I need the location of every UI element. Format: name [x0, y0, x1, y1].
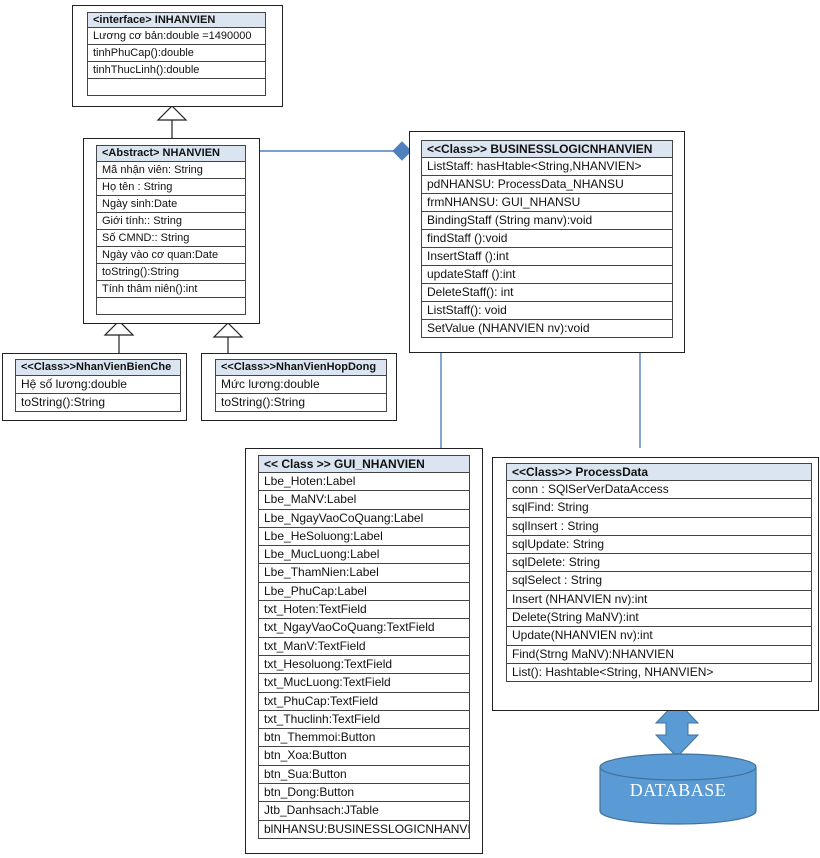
gui-member: btn_Themmoi:Button: [258, 729, 470, 748]
gui-member: Lbe_Hoten:Label: [258, 473, 470, 492]
gui-member: btn_Xoa:Button: [258, 747, 470, 766]
gui-member: btn_Sua:Button: [258, 765, 470, 785]
gui-member: Lbe_HeSoluong:Label: [258, 527, 470, 547]
abstract-member: [96, 298, 246, 315]
businesslogic-member: DeleteStaff(): int: [421, 284, 673, 302]
processdata-member: sqlDelete: String: [506, 554, 812, 573]
processdata-title: <<Class>> ProcessData: [506, 463, 812, 481]
hopdong-member: toString():String: [215, 394, 387, 412]
gui-member: Lbe_PhuCap:Label: [258, 582, 470, 602]
abstract-member: Mã nhận viên: String: [96, 162, 246, 179]
database-label: DATABASE: [629, 780, 727, 800]
gui-member: txt_Thuclinh:TextField: [258, 710, 470, 730]
processdata-member: sqlSelect : String: [506, 572, 812, 591]
businesslogic-table: <<Class>> BUSINESSLOGICNHANVIEN ListStaf…: [421, 140, 673, 338]
abstract-nhanvien-table: <Abstract> NHANVIEN Mã nhận viên: String…: [96, 145, 246, 315]
inheritance-arrow-bienche: [103, 320, 135, 336]
gui-member: txt_PhuCap:TextField: [258, 692, 470, 711]
processdata-member: sqlFind: String: [506, 499, 812, 518]
gui-member: txt_ManV:TextField: [258, 637, 470, 656]
nhanvien-bienche-box[interactable]: <<Class>>NhanVienBienChe Hệ số lương:dou…: [2, 353, 187, 421]
inheritance-arrow-interface: [156, 105, 188, 121]
processdata-member: Delete(String MaNV):int: [506, 609, 812, 628]
businesslogic-member: ListStaff(): void: [421, 302, 673, 320]
businesslogic-member: BindingStaff (String manv):void: [421, 212, 673, 230]
businesslogic-member: findStaff ():void: [421, 230, 673, 248]
gui-member: Jtb_Danhsach:JTable: [258, 802, 470, 821]
gui-member: blNHANSU:BUSINESSLOGICNHANVIEN: [258, 820, 470, 839]
gui-member: Lbe_MaNV:Label: [258, 491, 470, 510]
processdata-member: sqlInsert : String: [506, 517, 812, 536]
gui-member: btn_Dong:Button: [258, 784, 470, 803]
gui-member: Lbe_MucLuong:Label: [258, 546, 470, 565]
businesslogic-member: ListStaff: hasHtable<String,NHANVIEN>: [421, 158, 673, 176]
processdata-table: <<Class>> ProcessData conn : SQlSerVerDa…: [506, 463, 812, 683]
abstract-member: Tính thâm niên():int: [96, 281, 246, 298]
businesslogic-title: <<Class>> BUSINESSLOGICNHANVIEN: [421, 140, 673, 158]
gui-member: txt_Hesoluong:TextField: [258, 655, 470, 675]
inheritance-arrow-hopdong: [212, 322, 244, 338]
businesslogic-box[interactable]: <<Class>> BUSINESSLOGICNHANVIEN ListStaf…: [409, 131, 685, 353]
nhanvien-hopdong-table: <<Class>>NhanVienHopDong Mức lương:doubl…: [215, 359, 387, 412]
bienche-member: toString():String: [15, 394, 181, 412]
gui-member: Lbe_NgayVaoCoQuang:Label: [258, 509, 470, 528]
gui-member: Lbe_ThamNien:Label: [258, 564, 470, 583]
abstract-member: Ngày vào cơ quan:Date: [96, 247, 246, 264]
abstract-member: Số CMND:: String: [96, 230, 246, 247]
processdata-box[interactable]: <<Class>> ProcessData conn : SQlSerVerDa…: [492, 457, 819, 711]
processdata-member: sqlUpdate: String: [506, 535, 812, 555]
businesslogic-member: frmNHANSU: GUI_NHANSU: [421, 194, 673, 212]
bienche-member: Hệ số lương:double: [15, 376, 181, 394]
interface-member: tinhThucLinh():double: [87, 62, 266, 79]
gui-member: txt_Hoten:TextField: [258, 601, 470, 620]
gui-nhanvien-title: << Class >> GUI_NHANVIEN: [258, 455, 470, 473]
processdata-member: Find(Strng MaNV):NHANVIEN: [506, 645, 812, 664]
businesslogic-member: updateStaff ():int: [421, 266, 673, 284]
nhanvien-bienche-title: <<Class>>NhanVienBienChe: [15, 359, 181, 376]
processdata-member: conn : SQlSerVerDataAccess: [506, 481, 812, 500]
abstract-nhanvien-box[interactable]: <Abstract> NHANVIEN Mã nhận viên: String…: [83, 138, 260, 324]
interface-nhanvien-table: <interface> INHANVIEN Lương cơ bản:doubl…: [87, 12, 266, 96]
gui-nhanvien-table: << Class >> GUI_NHANVIEN Lbe_Hoten:Label…: [258, 455, 470, 839]
hopdong-member: Mức lương:double: [215, 376, 387, 394]
gui-member: txt_MucLuong:TextField: [258, 674, 470, 693]
processdata-member: Insert (NHANVIEN nv):int: [506, 590, 812, 610]
businesslogic-member: SetValue (NHANVIEN nv):void: [421, 320, 673, 338]
abstract-nhanvien-title: <Abstract> NHANVIEN: [96, 145, 246, 162]
abstract-member: toString():String: [96, 264, 246, 281]
gui-nhanvien-box[interactable]: << Class >> GUI_NHANVIEN Lbe_Hoten:Label…: [245, 448, 483, 854]
abstract-member: Họ tên : String: [96, 179, 246, 196]
nhanvien-bienche-table: <<Class>>NhanVienBienChe Hệ số lương:dou…: [15, 359, 181, 412]
interface-member: [87, 79, 266, 96]
interface-nhanvien-box[interactable]: <interface> INHANVIEN Lương cơ bản:doubl…: [72, 5, 283, 107]
businesslogic-member: InsertStaff ():int: [421, 248, 673, 266]
interface-member: Lương cơ bản:double =1490000: [87, 28, 266, 45]
abstract-member: Ngày sinh:Date: [96, 196, 246, 213]
processdata-member: Update(NHANVIEN nv):int: [506, 627, 812, 646]
gui-member: txt_NgayVaoCoQuang:TextField: [258, 619, 470, 638]
interface-member: tinhPhuCap():double: [87, 45, 266, 62]
nhanvien-hopdong-box[interactable]: <<Class>>NhanVienHopDong Mức lương:doubl…: [201, 353, 397, 421]
abstract-member: Giới tính:: String: [96, 213, 246, 230]
businesslogic-member: pdNHANSU: ProcessData_NHANSU: [421, 176, 673, 194]
processdata-member: List(): Hashtable<String, NHANVIEN>: [506, 663, 812, 683]
database-cylinder-icon: [599, 753, 757, 825]
interface-nhanvien-title: <interface> INHANVIEN: [87, 12, 266, 28]
nhanvien-hopdong-title: <<Class>>NhanVienHopDong: [215, 359, 387, 376]
